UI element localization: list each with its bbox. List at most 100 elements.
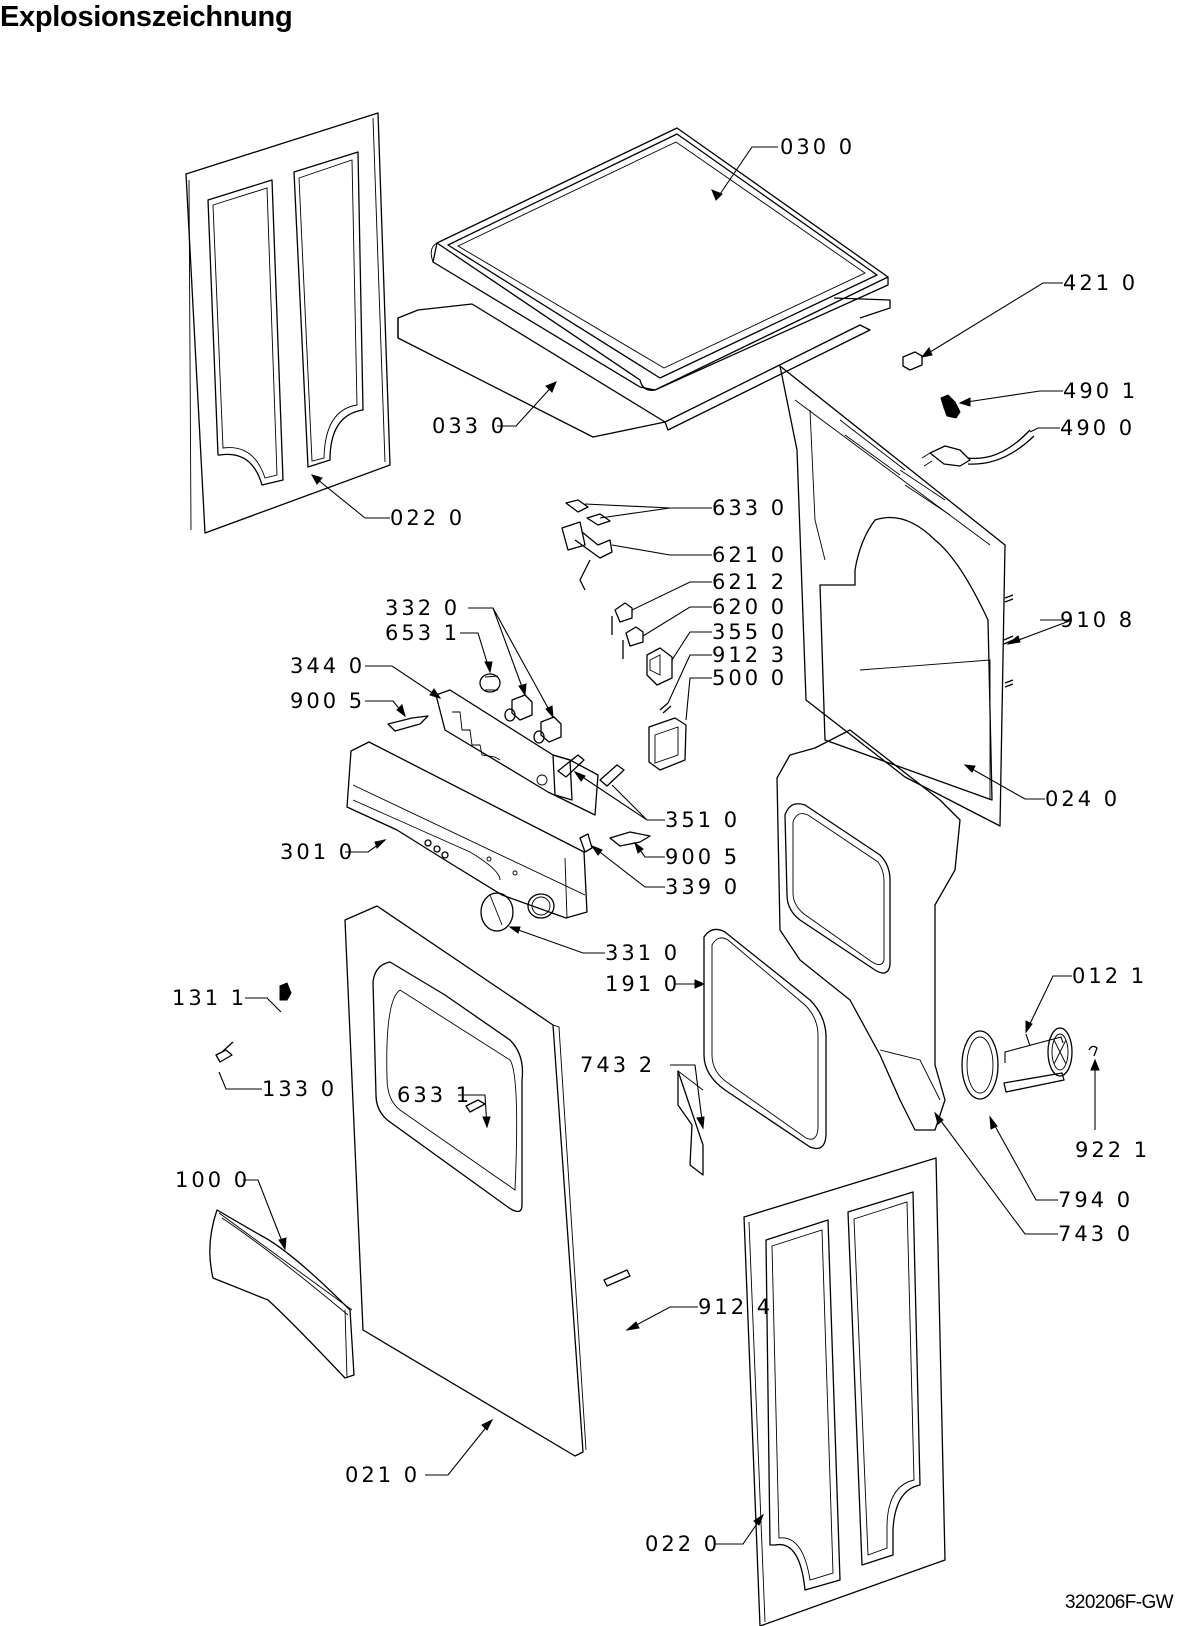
part-label: 621 2 (712, 570, 787, 594)
part-control-board-bracket[interactable] (435, 689, 599, 816)
part-top-bracket[interactable] (397, 297, 891, 438)
label-group-653-1: 653 1 (385, 621, 493, 674)
part-label: 633 1 (397, 1083, 472, 1107)
part-clip-6331[interactable] (465, 1099, 486, 1113)
part-label: 133 0 (262, 1077, 337, 1101)
part-label: 912 3 (712, 643, 787, 667)
label-group-131-1: 131 1 (172, 986, 282, 1013)
part-label: 490 1 (1063, 379, 1138, 403)
part-door[interactable] (209, 1209, 355, 1379)
part-label: 022 0 (390, 506, 465, 530)
part-label: 331 0 (605, 941, 680, 965)
label-group-912-3: 912 3 (667, 643, 787, 704)
label-group-021-0: 021 0 (345, 1418, 494, 1487)
label-group-355-0: 355 0 (671, 620, 784, 661)
part-knob[interactable] (480, 892, 514, 932)
part-front-panel[interactable] (344, 905, 587, 1457)
part-ring-gasket[interactable] (961, 1030, 999, 1100)
part-side-panel-left[interactable] (185, 112, 391, 534)
part-front-bulkhead[interactable] (776, 729, 961, 1131)
part-switch-a[interactable] (611, 602, 633, 635)
part-label: 900 5 (290, 689, 365, 713)
label-group-332-0: 332 0 (385, 596, 554, 719)
label-group-100-0: 100 0 (175, 1168, 287, 1251)
part-fixing-bracket-left[interactable] (387, 715, 429, 732)
part-side-panel-right[interactable] (743, 1157, 946, 1626)
part-lamp-2[interactable] (599, 764, 625, 787)
label-group-794-0: 794 0 (989, 1115, 1133, 1212)
part-label: 490 0 (1060, 416, 1135, 440)
label-group-620-0: 620 0 (642, 595, 787, 637)
part-switch-b[interactable] (622, 626, 644, 659)
part-lamp-1[interactable] (557, 754, 585, 778)
part-timer-module[interactable] (648, 717, 687, 771)
document-id: 320206F-GW (1064, 1592, 1174, 1613)
part-label: 191 0 (605, 972, 680, 996)
part-power-cord[interactable] (921, 429, 1035, 467)
label-group-022-0-top: 022 0 (310, 474, 465, 530)
part-top-cover[interactable] (430, 127, 889, 391)
part-label: 033 0 (432, 414, 507, 438)
part-label: 100 0 (175, 1168, 250, 1192)
part-label: 421 0 (1063, 271, 1138, 295)
part-cable-clamp[interactable] (940, 394, 961, 419)
part-screw-9124[interactable] (603, 1269, 631, 1287)
part-label: 653 1 (385, 621, 460, 645)
label-group-344-0: 344 0 (290, 654, 442, 699)
part-control-fascia[interactable] (346, 741, 588, 919)
part-clip-3390[interactable] (579, 833, 593, 853)
part-rear-panel[interactable] (779, 365, 1006, 827)
label-group-490-0: 490 0 (1029, 416, 1135, 440)
part-label: 743 2 (580, 1053, 655, 1077)
part-door-seal[interactable] (703, 928, 827, 1150)
label-group-030-0: 030 0 (711, 135, 852, 201)
part-clips[interactable] (565, 499, 611, 526)
part-label: 621 0 (712, 543, 787, 567)
part-label: 633 0 (712, 496, 787, 520)
label-group-633-0: 633 0 (584, 496, 787, 520)
part-relay[interactable] (646, 647, 673, 686)
part-label: 743 0 (1058, 1222, 1133, 1246)
part-filter-grille[interactable] (1047, 1027, 1073, 1077)
label-group-033-0: 033 0 (432, 381, 557, 438)
label-group-912-4: 912 4 (625, 1295, 770, 1331)
label-group-900-5-left: 900 5 (290, 689, 406, 718)
part-push-button-1[interactable] (504, 694, 533, 722)
part-label: 131 1 (172, 986, 247, 1010)
part-hook[interactable] (215, 1041, 234, 1063)
label-group-421-0: 421 0 (920, 271, 1138, 358)
part-screw-9123[interactable] (659, 702, 672, 714)
part-duct-piece[interactable] (677, 1070, 704, 1176)
part-screws-rear[interactable] (1003, 594, 1014, 688)
part-switch-assembly[interactable] (561, 521, 613, 591)
part-label: 351 0 (665, 808, 740, 832)
part-fixing-bracket-right[interactable] (609, 831, 651, 847)
label-group-490-1: 490 1 (958, 379, 1138, 407)
label-group-900-5-right: 900 5 (634, 841, 737, 869)
part-fastener-9221[interactable] (1088, 1045, 1098, 1057)
part-label: 922 1 (1075, 1138, 1150, 1162)
label-group-500-0: 500 0 (685, 666, 784, 721)
part-label: 332 0 (385, 596, 460, 620)
part-push-button-2[interactable] (533, 716, 562, 744)
part-connector-block[interactable] (902, 351, 923, 371)
label-group-621-2: 621 2 (631, 570, 787, 611)
part-indicator-lamp[interactable] (479, 673, 501, 693)
label-group-743-0: 743 0 (934, 1111, 1133, 1246)
part-label: 620 0 (712, 595, 787, 619)
label-group-339-0: 339 0 (590, 844, 740, 899)
part-filter-shaft[interactable] (1003, 1072, 1065, 1093)
part-label: 794 0 (1058, 1188, 1133, 1212)
label-group-301-0: 301 0 (280, 839, 387, 864)
part-label: 301 0 (280, 840, 355, 864)
label-group-743-2: 743 2 (580, 1053, 705, 1130)
part-label: 344 0 (290, 654, 365, 678)
part-label: 910 8 (1060, 608, 1135, 632)
part-door-catch[interactable] (279, 982, 292, 1001)
part-label: 022 0 (645, 1532, 720, 1556)
part-label: 339 0 (665, 875, 740, 899)
part-filter-bracket (1004, 1033, 1064, 1063)
label-group-012-1: 012 1 (1025, 964, 1144, 1034)
label-group-910-8: 910 8 (1006, 608, 1135, 645)
